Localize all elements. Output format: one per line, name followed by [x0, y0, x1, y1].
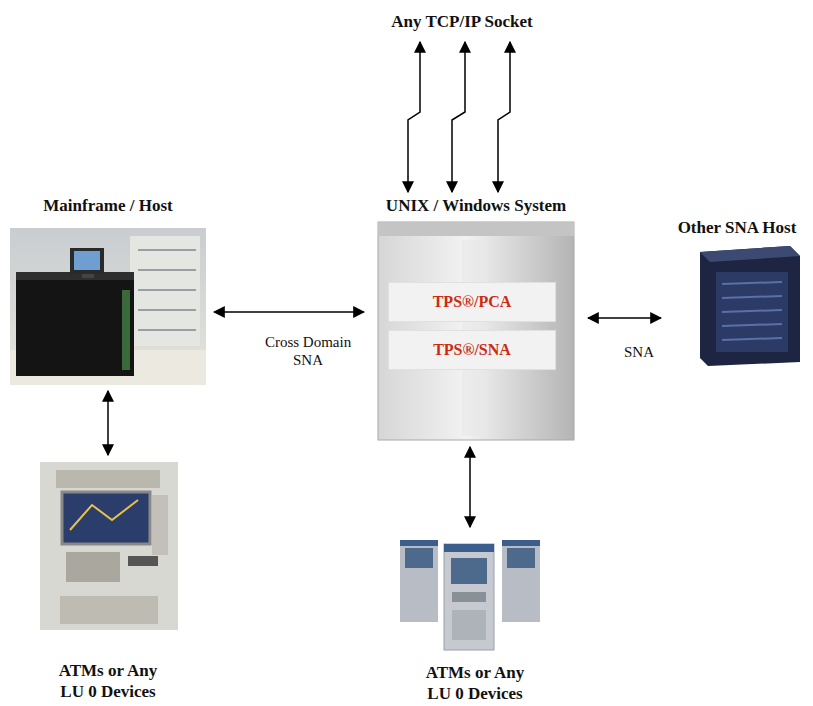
connector-label: SNA	[612, 342, 666, 362]
node-heading: ATMs or Any LU 0 Devices	[416, 662, 534, 704]
connector-arrow	[214, 311, 364, 313]
atm-group-node: ATMs or Any LU 0 Devices	[380, 530, 570, 704]
node-heading: Other SNA Host	[665, 218, 809, 238]
connector-label: Cross Domain SNA	[250, 332, 366, 370]
connector-arrow	[588, 317, 661, 319]
server-cabinet	[378, 222, 574, 440]
node-heading: Mainframe / Host	[6, 196, 210, 216]
atm-node: ATMs or Any LU 0 Devices	[36, 458, 180, 702]
server-node: UNIX / Windows SystemTPS®/PCA TPS®/SNA	[368, 196, 584, 444]
sna-host-node: Other SNA Host	[665, 218, 809, 368]
software-box: TPS®/PCA	[388, 282, 556, 322]
connector-arrow	[469, 447, 471, 527]
software-box: TPS®/SNA	[388, 330, 556, 370]
atm-group-picture	[400, 540, 540, 650]
software-name: TPS®/SNA	[433, 341, 511, 359]
protocol-label: Any TCP/IP Socket	[391, 12, 532, 32]
software-name: TPS®/PCA	[433, 293, 512, 311]
tcp-arrows	[408, 42, 510, 192]
atm-picture	[40, 462, 178, 630]
node-heading: ATMs or Any LU 0 Devices	[49, 660, 167, 702]
mainframe-node: Mainframe / Host	[6, 196, 210, 388]
sna-host-picture	[700, 246, 800, 366]
connector-arrow	[107, 391, 109, 455]
node-heading: UNIX / Windows System	[368, 196, 584, 216]
mainframe-picture	[10, 228, 206, 385]
